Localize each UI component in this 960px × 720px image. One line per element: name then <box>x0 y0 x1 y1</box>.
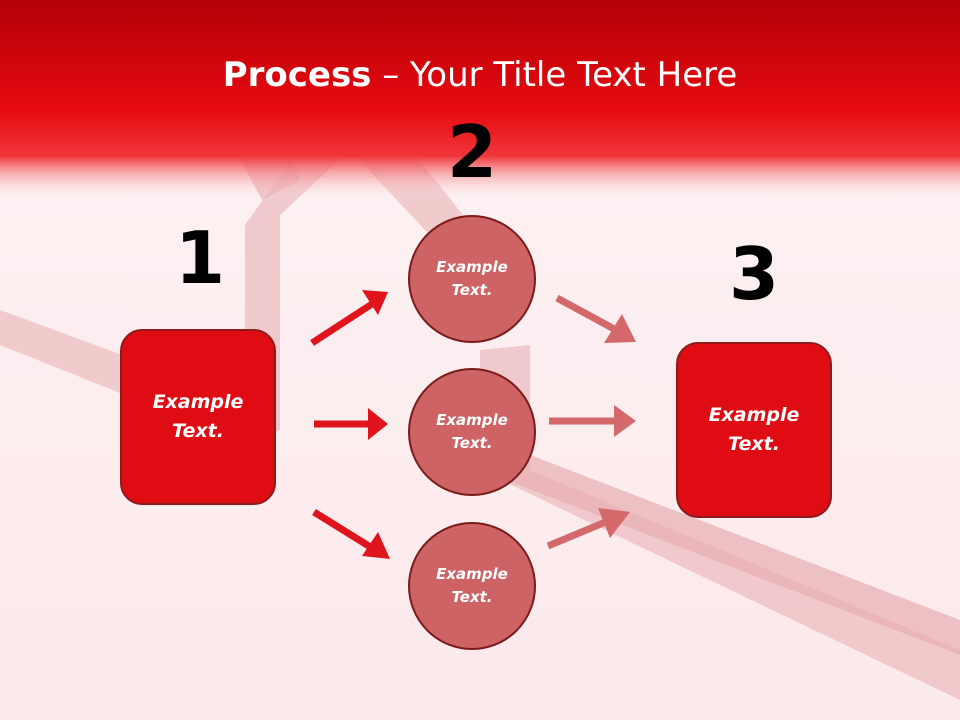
step-2-circle-top: Example Text. <box>408 215 536 343</box>
step-2-number: 2 <box>446 110 498 194</box>
arrow-from-circle-bottom <box>546 508 630 550</box>
step-1-box: Example Text. <box>120 329 276 505</box>
arrow-to-circle-middle <box>314 408 388 440</box>
step-3-number: 3 <box>728 232 780 316</box>
step-2-circle-middle: Example Text. <box>408 368 536 496</box>
title-rest: – Your Title Text Here <box>371 55 738 95</box>
arrow-to-circle-top <box>310 290 388 346</box>
arrow-to-circle-bottom <box>312 509 390 559</box>
title-bold: Process <box>222 55 372 95</box>
arrow-from-circle-middle <box>549 405 636 437</box>
step-3-box: Example Text. <box>676 342 832 518</box>
step-1-number: 1 <box>174 216 226 300</box>
arrow-from-circle-top <box>555 294 636 343</box>
slide-title: Process – Your Title Text Here <box>0 52 960 98</box>
step-2-circle-bottom: Example Text. <box>408 522 536 650</box>
